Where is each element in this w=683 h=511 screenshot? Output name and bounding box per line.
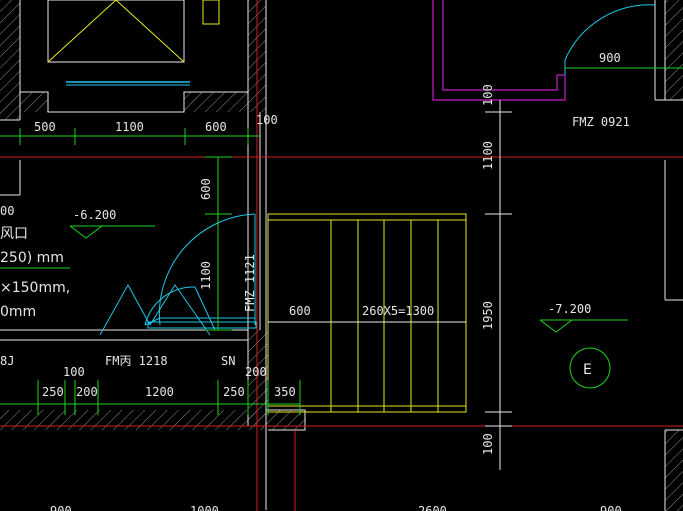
dim-stair-run: 260X5=1300 bbox=[362, 304, 434, 318]
dim-bottom-200-b: 200 bbox=[245, 365, 267, 379]
white-dim-lines bbox=[268, 100, 512, 470]
door-swing-fmz-1121 bbox=[158, 213, 256, 326]
dim-bottom-100: 100 bbox=[63, 365, 85, 379]
level-left: -6.200 bbox=[73, 208, 116, 222]
dim-top-1100: 1100 bbox=[115, 120, 144, 134]
bottom-cut-4: 900 bbox=[600, 504, 622, 511]
wall-hatch-right-bottom bbox=[665, 430, 683, 511]
door-swing-fmz-0921 bbox=[564, 4, 656, 61]
bottom-cut-2: 1000 bbox=[190, 504, 219, 511]
dim-bottom-250-a: 250 bbox=[42, 385, 64, 399]
axis-bubble-e bbox=[569, 347, 611, 389]
dimension-texts: 500 1100 600 100 00 900 600 260X5=1300 2… bbox=[0, 51, 621, 455]
labels: -6.200 -7.200 FMZ 0921 FMZ 1121 FM丙 1218… bbox=[0, 115, 630, 511]
elevator-x-left bbox=[47, 0, 185, 63]
left-note-line-5: 8J bbox=[0, 354, 14, 368]
room-outline bbox=[432, 0, 566, 101]
dim-top-600: 600 bbox=[205, 120, 227, 134]
door-label-fmz-0921: FMZ 0921 bbox=[572, 115, 630, 129]
left-note-line-1: 风口 bbox=[0, 226, 28, 242]
dim-left-00: 00 bbox=[0, 204, 14, 218]
elevator-car bbox=[47, 0, 185, 63]
dim-v-1100: 1100 bbox=[199, 261, 213, 290]
dim-right-100-top: 100 bbox=[481, 84, 495, 106]
wall-hatch-left-top bbox=[0, 0, 20, 120]
left-note-line-2: 250) mm bbox=[0, 250, 64, 266]
wall-hatch-sill-left bbox=[20, 92, 48, 112]
dim-stair-600: 600 bbox=[289, 304, 311, 318]
wall-hatch-sill-right bbox=[184, 92, 248, 112]
wall-hatch-right-top bbox=[665, 0, 683, 100]
elevator-counterweight bbox=[202, 0, 220, 25]
dim-bottom-350: 350 bbox=[274, 385, 296, 399]
dim-bottom-250-b: 250 bbox=[223, 385, 245, 399]
left-note-line-4: 0mm bbox=[0, 304, 36, 320]
wall-hatch-mid-lower bbox=[248, 330, 268, 426]
dim-bottom-1200: 1200 bbox=[145, 385, 174, 399]
bottom-cut-3: 2600 bbox=[418, 504, 447, 511]
left-note-line-3: ×150mm, bbox=[0, 280, 70, 296]
axis-label-e: E bbox=[583, 362, 592, 378]
label-sn: SN bbox=[221, 354, 235, 368]
level-right: -7.200 bbox=[548, 302, 591, 316]
dim-top-100: 100 bbox=[256, 113, 278, 127]
dimension-lines bbox=[0, 67, 683, 415]
doors bbox=[99, 4, 656, 336]
dim-bottom-200-a: 200 bbox=[76, 385, 98, 399]
dim-right-100-bottom: 100 bbox=[481, 433, 495, 455]
door-label-fm-1218: FM丙 1218 bbox=[105, 354, 168, 368]
dim-right-1950: 1950 bbox=[481, 301, 495, 330]
elevator-shaft bbox=[47, 0, 220, 86]
dim-top-500: 500 bbox=[34, 120, 56, 134]
stair bbox=[267, 213, 467, 413]
door-label-fmz-1121: FMZ 1121 bbox=[243, 254, 257, 312]
bottom-cut-1: 900 bbox=[50, 504, 72, 511]
wall-hatch-bottom bbox=[0, 410, 305, 430]
dim-door-900: 900 bbox=[599, 51, 621, 65]
dim-right-1100: 1100 bbox=[481, 141, 495, 170]
dim-v-600: 600 bbox=[199, 178, 213, 200]
